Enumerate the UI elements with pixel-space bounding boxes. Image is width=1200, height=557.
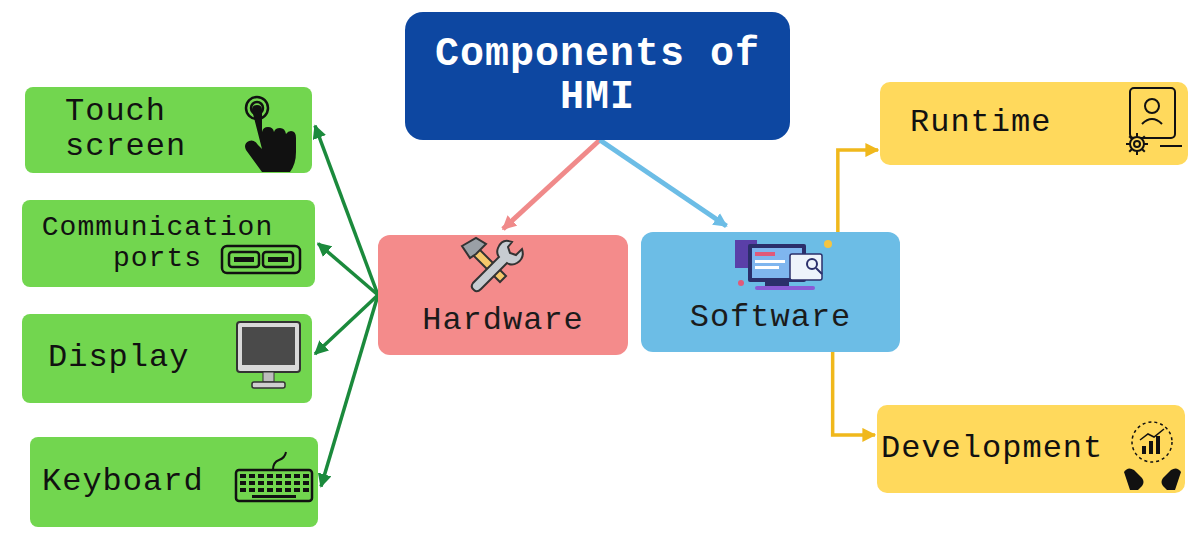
- connector-arrow: [315, 126, 378, 295]
- node-label: Runtime: [910, 106, 1051, 141]
- node-label: Communication ports: [38, 213, 278, 273]
- software-item: Development: [877, 405, 1185, 493]
- hardware-item: Touch screen: [25, 87, 312, 173]
- connector-arrow: [318, 244, 378, 296]
- hardware-item: Communication ports: [22, 200, 315, 287]
- node-label: Software: [690, 301, 852, 336]
- node-label: Hardware: [422, 304, 584, 339]
- connector-arrow: [838, 150, 878, 232]
- connector-arrow: [600, 140, 727, 226]
- node-label: Keyboard: [42, 465, 204, 500]
- node-label: Touch screen: [65, 95, 232, 164]
- connector-arrow: [833, 352, 875, 435]
- node-label: Display: [48, 341, 189, 376]
- hardware-item: Display: [22, 314, 312, 403]
- category-box: Software: [641, 232, 900, 352]
- connector-arrow: [321, 295, 378, 487]
- node-label: Development: [881, 432, 1103, 467]
- category-box: Hardware: [378, 235, 628, 355]
- hardware-item: Keyboard: [30, 437, 318, 527]
- title-box: Components of HMI: [405, 12, 790, 140]
- node-label: Components of HMI: [425, 33, 770, 119]
- software-item: Runtime: [880, 82, 1188, 165]
- connector-arrow: [503, 140, 600, 229]
